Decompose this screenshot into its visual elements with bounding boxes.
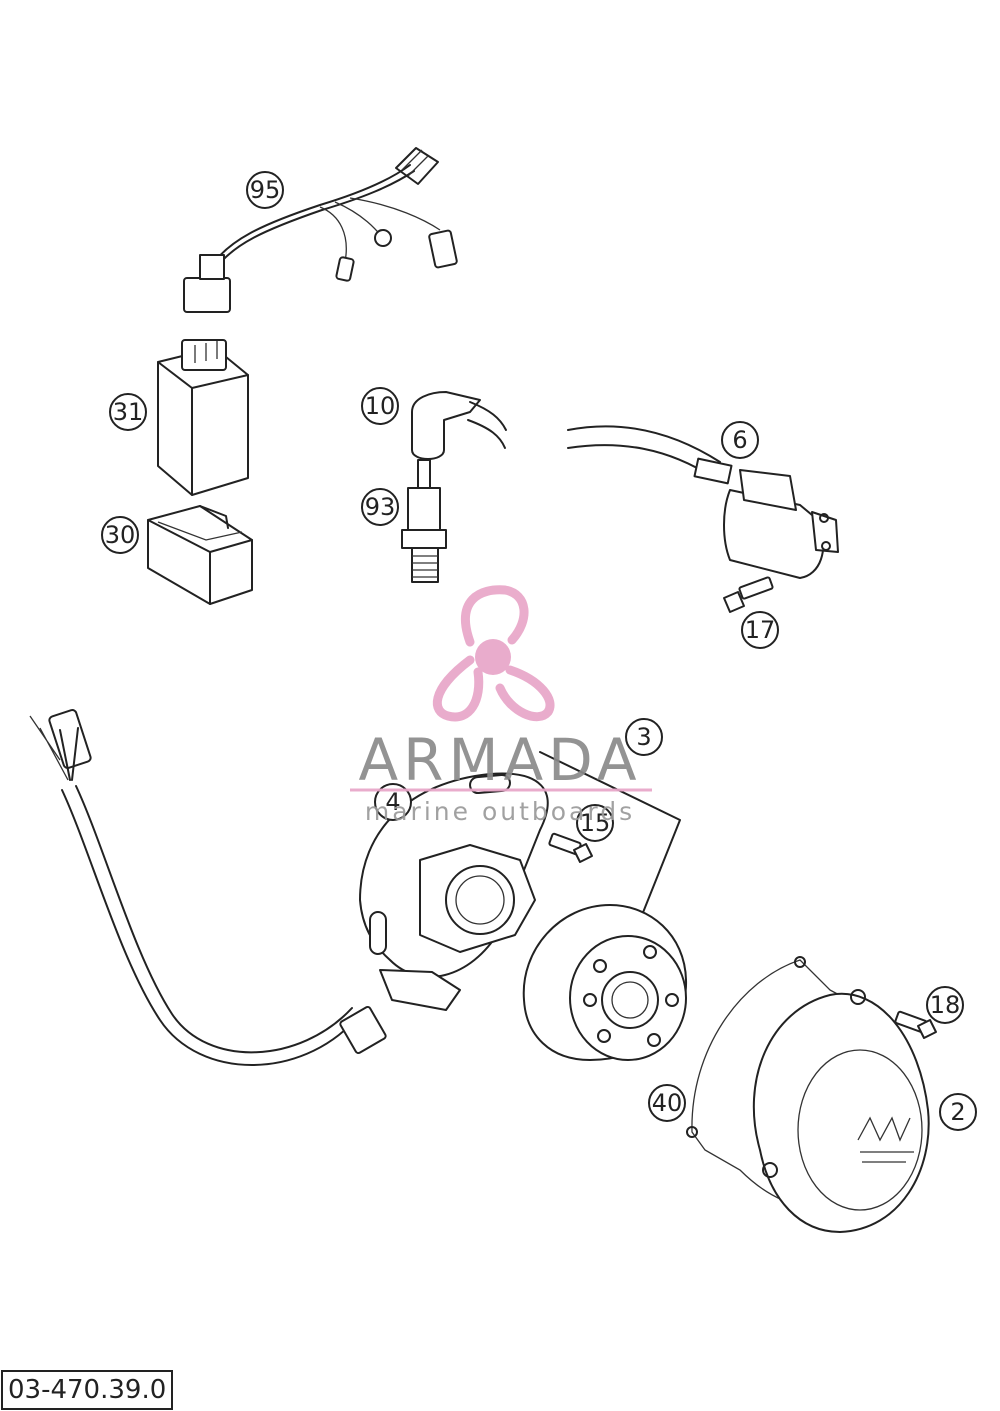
watermark-brand: ARMADA — [358, 726, 641, 794]
document-code: 03-470.39.0 — [1, 1370, 174, 1410]
flywheel-rotor — [522, 751, 688, 1061]
cover-bolt — [894, 1010, 937, 1039]
callout-40: 40 — [648, 1084, 686, 1122]
wiring-harness — [183, 147, 458, 313]
callout-30: 30 — [101, 516, 139, 554]
svg-text:30: 30 — [105, 521, 136, 549]
callout-3: 3 — [625, 718, 663, 756]
spark-plug — [401, 459, 447, 583]
svg-text:18: 18 — [930, 991, 961, 1019]
ignition-cover — [752, 989, 930, 1233]
callout-93: 93 — [361, 488, 399, 526]
svg-text:2: 2 — [950, 1098, 965, 1126]
callout-4: 4 — [374, 783, 412, 821]
callout-10: 10 — [361, 387, 399, 425]
callout-2: 2 — [939, 1093, 977, 1131]
callout-31: 31 — [109, 393, 147, 431]
watermark: ARMADA marine outboards — [350, 585, 652, 826]
svg-text:10: 10 — [365, 392, 396, 420]
cdi-unit — [157, 339, 249, 496]
svg-text:95: 95 — [250, 176, 281, 204]
svg-text:17: 17 — [745, 616, 776, 644]
svg-text:31: 31 — [113, 398, 144, 426]
ignition-coil — [693, 457, 839, 579]
stator-lead — [29, 709, 387, 1066]
callout-95: 95 — [246, 171, 284, 209]
cdi-bracket — [147, 505, 253, 605]
svg-text:4: 4 — [385, 788, 400, 816]
svg-text:15: 15 — [580, 809, 611, 837]
coil-bolt — [723, 576, 774, 613]
callout-15: 15 — [576, 804, 614, 842]
svg-text:40: 40 — [652, 1089, 683, 1117]
callout-18: 18 — [926, 986, 964, 1024]
callout-17: 17 — [741, 611, 779, 649]
svg-text:3: 3 — [636, 723, 651, 751]
spark-plug-cap — [411, 391, 507, 460]
watermark-tagline: marine outboards — [365, 797, 635, 826]
svg-text:93: 93 — [365, 493, 396, 521]
svg-text:6: 6 — [732, 426, 747, 454]
propeller-icon — [432, 585, 555, 722]
stator-screw — [548, 832, 593, 863]
callout-6: 6 — [721, 421, 759, 459]
